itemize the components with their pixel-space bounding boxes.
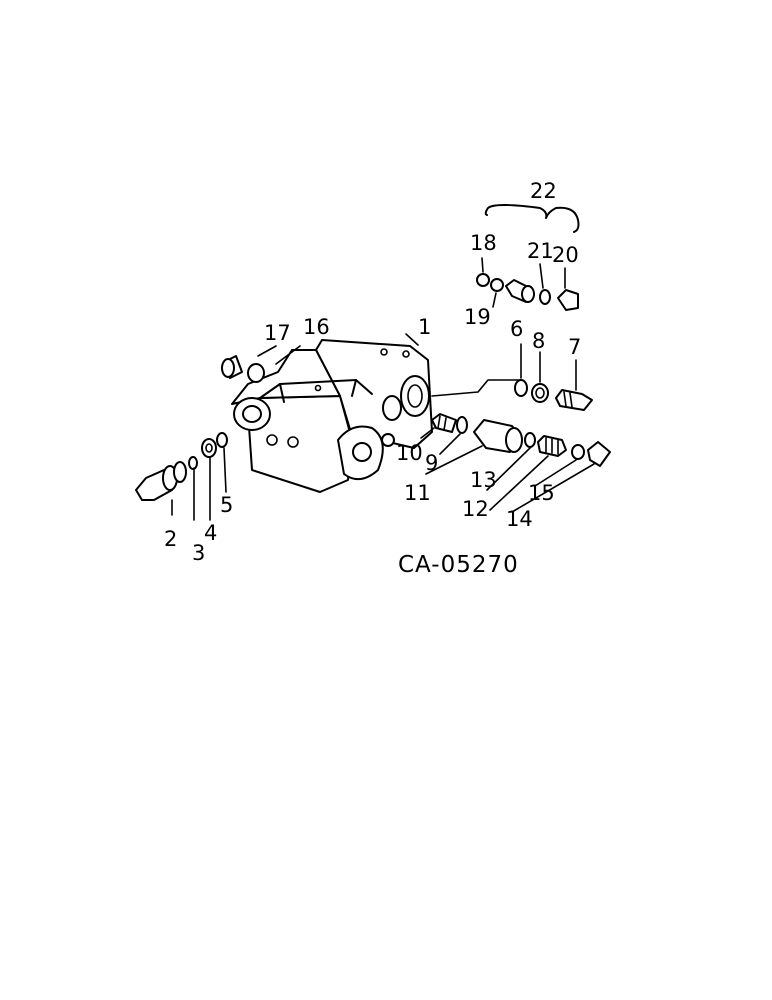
- callout-11: 11: [404, 481, 431, 505]
- callout-4: 4: [204, 521, 217, 545]
- valve-housing: [231, 339, 433, 493]
- callout-8: 8: [532, 329, 545, 353]
- callout-22: 22: [530, 179, 557, 203]
- callout-7: 7: [568, 335, 581, 359]
- callout-9: 9: [425, 451, 438, 475]
- plug-17-16: [221, 355, 265, 383]
- callout-12: 12: [462, 497, 489, 521]
- leader-lines: [171, 204, 595, 521]
- callout-3: 3: [192, 541, 205, 565]
- callout-18: 18: [470, 231, 497, 255]
- callout-17: 17: [264, 321, 291, 345]
- callout-16: 16: [303, 315, 330, 339]
- relief-valve-row: [431, 413, 611, 467]
- callout-20: 20: [552, 243, 579, 267]
- callout-2: 2: [164, 527, 177, 551]
- right-plug-6-8-7: [514, 379, 593, 411]
- callout-6: 6: [510, 317, 523, 341]
- callout-5: 5: [220, 493, 233, 517]
- callout-13: 13: [470, 468, 497, 492]
- callout-1: 1: [418, 315, 431, 339]
- callout-14: 14: [506, 507, 533, 531]
- callout-labels: 22 18 21 20 19 1 17 16 6 8 7 10 9 13 11 …: [164, 179, 581, 565]
- top-valve-group: [476, 273, 579, 311]
- left-plug-assembly: [135, 432, 228, 501]
- callout-19: 19: [464, 305, 491, 329]
- callout-10: 10: [396, 441, 423, 465]
- diagram-code: CA-05270: [398, 552, 519, 578]
- callout-15: 15: [528, 481, 555, 505]
- callout-21: 21: [527, 239, 554, 263]
